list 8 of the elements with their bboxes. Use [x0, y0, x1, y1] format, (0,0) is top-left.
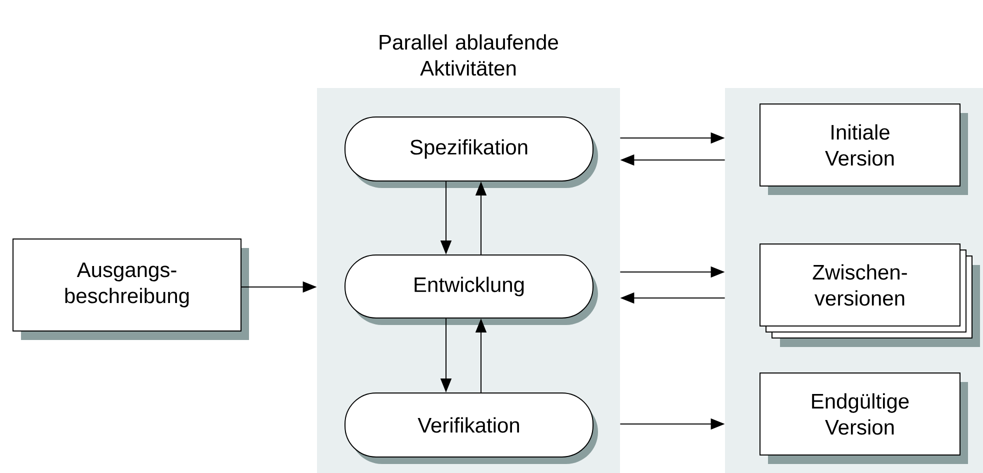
panel-heading: Parallel ablaufende Aktivitäten	[380, 34, 558, 76]
activity-pill: Verifikation	[344, 392, 598, 464]
document-box: Ausgangs- beschreibung	[12, 238, 249, 340]
document-box: Endgültige Version	[760, 372, 968, 464]
activity-pill: Entwicklung	[344, 254, 598, 325]
document-box: Initiale Version	[760, 104, 968, 195]
activity-pill: Spezifikation	[344, 116, 598, 188]
version-stack: Zwischen- versionen	[760, 244, 980, 347]
